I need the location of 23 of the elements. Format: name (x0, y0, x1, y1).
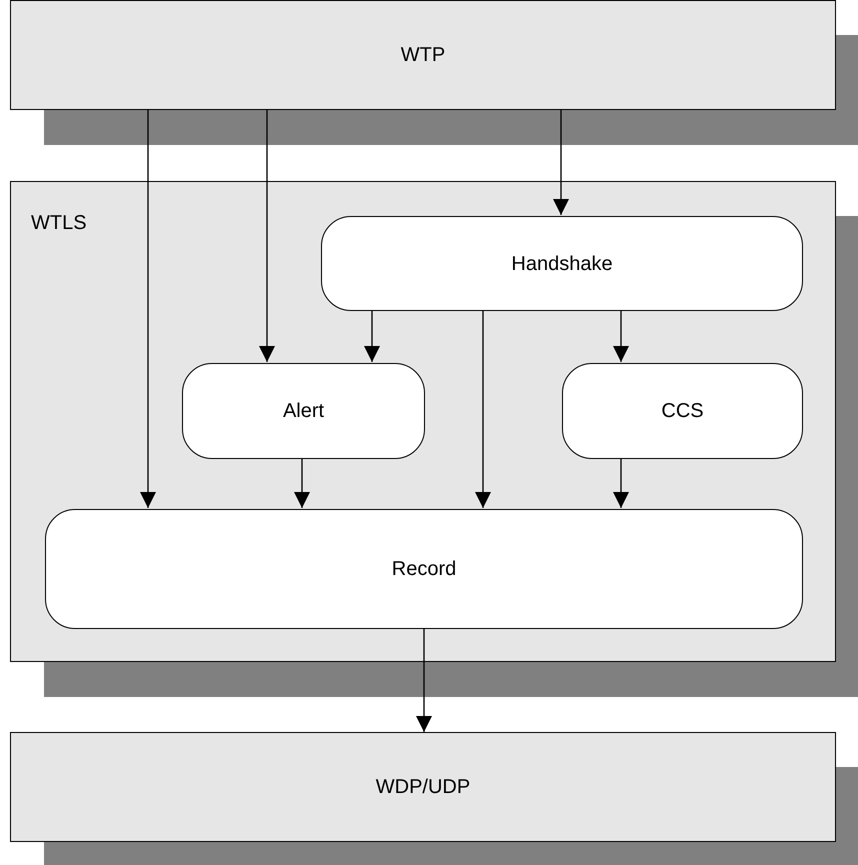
protocol-box (182, 363, 425, 459)
arrow (294, 458, 310, 508)
arrow (364, 310, 380, 362)
node-label: CCS (661, 399, 704, 424)
arrow (613, 458, 629, 508)
arrow (416, 628, 432, 732)
arrow (553, 110, 569, 215)
arrow (140, 110, 156, 508)
arrow (259, 110, 275, 362)
protocol-box (45, 509, 803, 629)
arrow (613, 310, 629, 362)
node-label: Record (392, 557, 456, 582)
layer-group-box (10, 181, 836, 662)
node-label: WDP/UDP (376, 775, 470, 800)
protocol-box (321, 216, 803, 311)
layer-box (10, 0, 836, 110)
node-label: Alert (282, 399, 324, 424)
protocol-box (562, 363, 803, 459)
arrow (475, 310, 491, 508)
node-label: WTP (400, 43, 446, 68)
layer-box (10, 732, 836, 842)
node-label: WTLS (31, 211, 87, 236)
node-label: Handshake (511, 252, 613, 276)
